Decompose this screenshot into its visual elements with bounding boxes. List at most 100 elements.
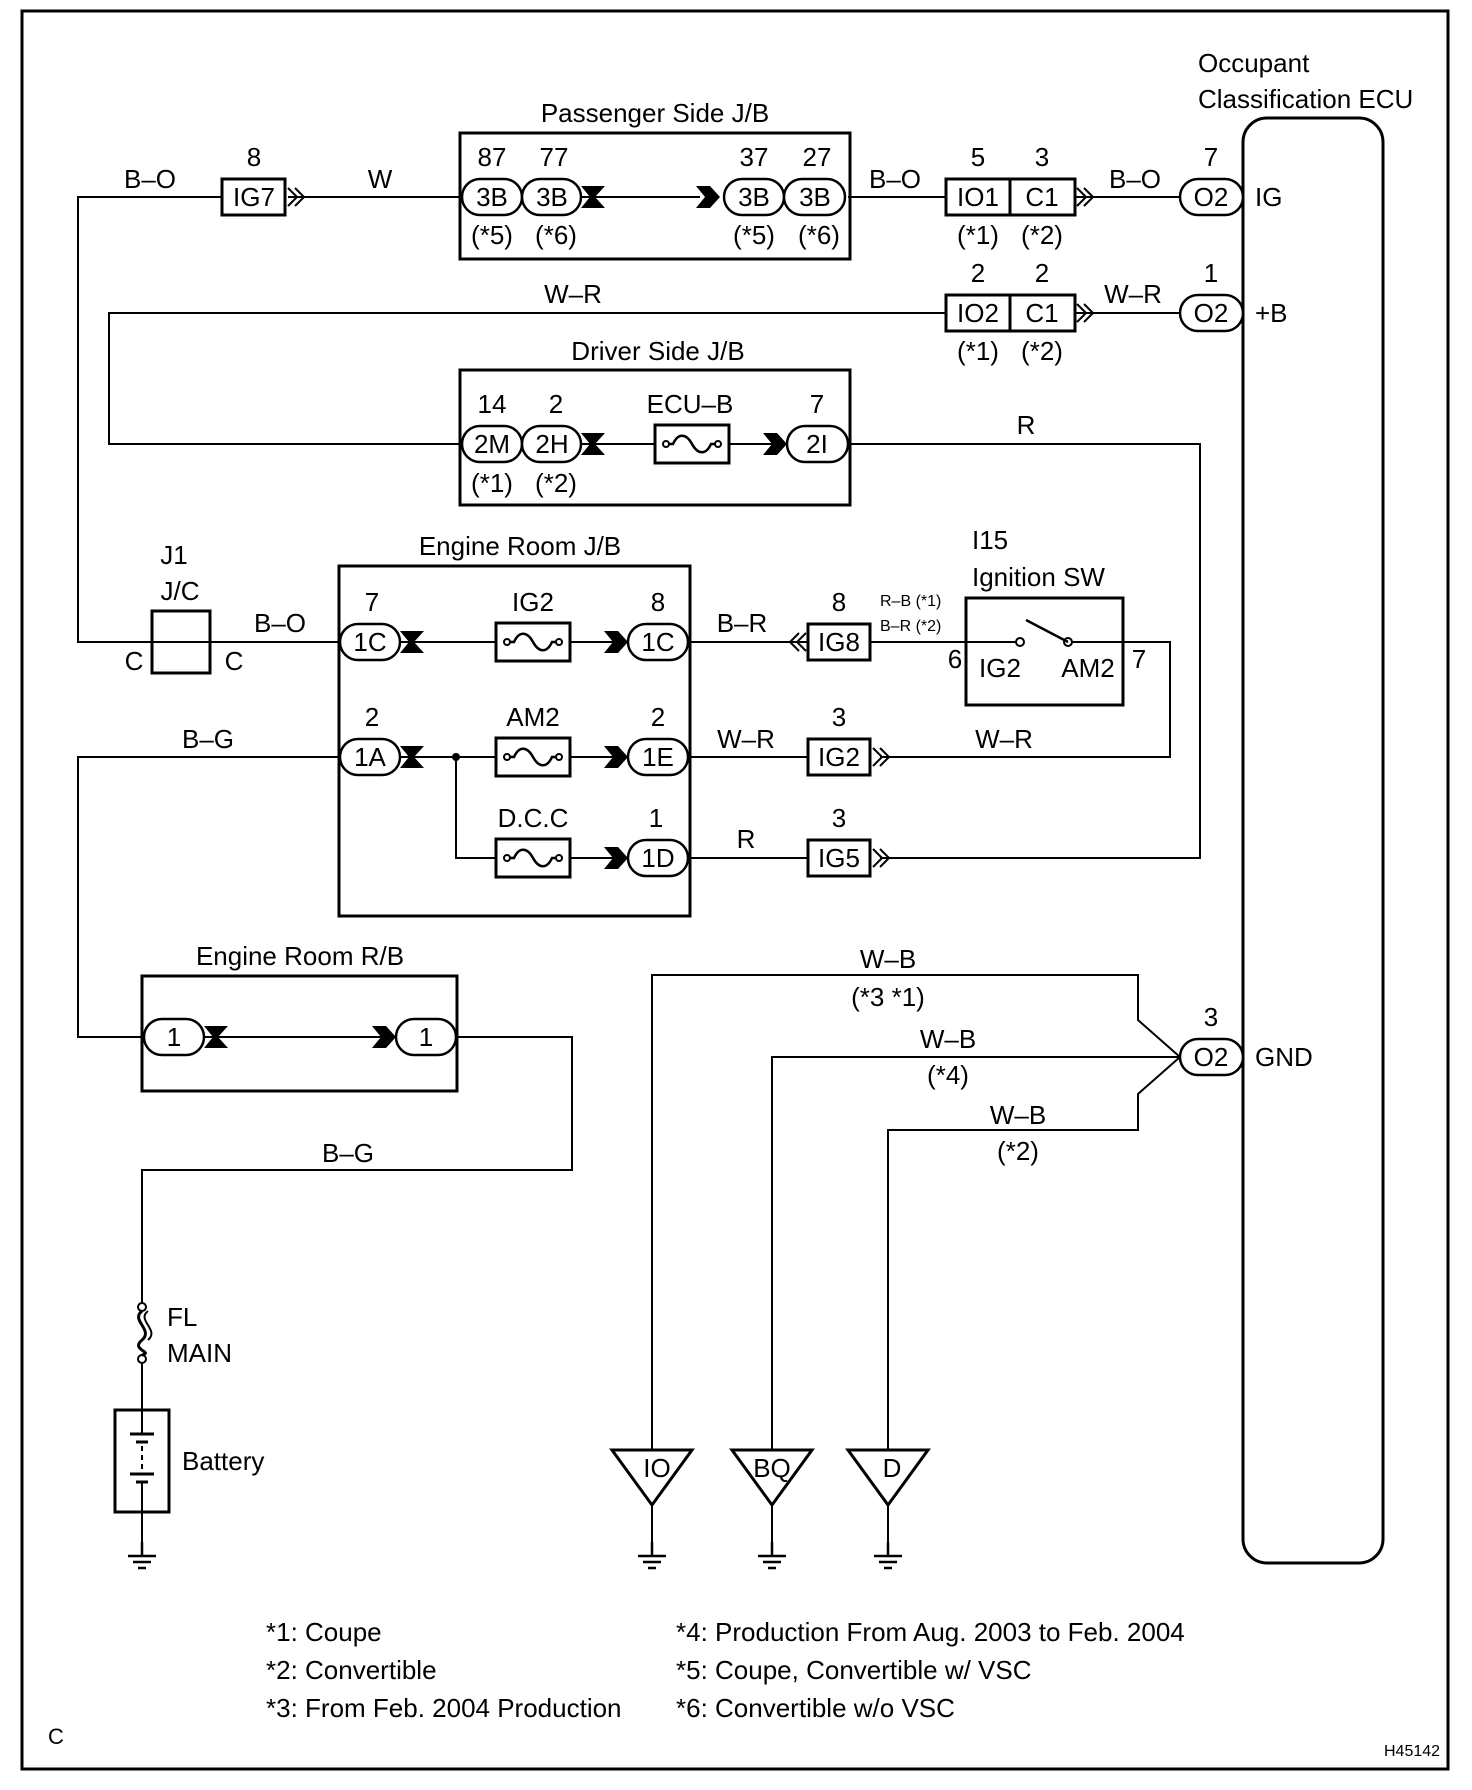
ignition-sw-label: Ignition SW: [972, 562, 1105, 592]
engine-room-rb-title: Engine Room R/B: [196, 941, 404, 971]
fusible-link-fl-main: FL MAIN: [137, 1302, 232, 1368]
drawing-code: H45142: [1384, 1743, 1440, 1760]
battery-label: Battery: [182, 1446, 264, 1476]
variant-27: (*6): [798, 220, 840, 250]
ecu-terminal-gnd: GND: [1255, 1042, 1313, 1072]
o2-b-label: O2: [1194, 298, 1229, 328]
o2-gnd-label: O2: [1194, 1042, 1229, 1072]
o2-ig-label: O2: [1194, 182, 1229, 212]
wire-wb-2: W–B: [920, 1024, 976, 1054]
passenger-side-jb: Passenger Side J/B 3B 3B 3B 3B 87 77 37 …: [458, 98, 852, 261]
pin-num-1e: 2: [651, 702, 665, 732]
note-1: *1: Coupe: [266, 1617, 382, 1647]
c1-bottom-label: C1: [1025, 298, 1058, 328]
pin-1e: 1E: [642, 742, 674, 772]
switch-pin-6: 6: [948, 644, 962, 674]
io1-label: IO1: [957, 182, 999, 212]
note-5: *5: Coupe, Convertible w/ VSC: [676, 1655, 1032, 1685]
wire-bo-right: B–O: [1109, 164, 1161, 194]
pin-num-1a: 2: [365, 702, 379, 732]
junction-connector-j1: J1 J/C C C: [125, 540, 244, 676]
note-4: *4: Production From Aug. 2003 to Feb. 20…: [676, 1617, 1185, 1647]
ecu-title-line2: Classification ECU: [1198, 84, 1413, 114]
connector-ig2: IG2 3: [806, 702, 890, 777]
ig7-label: IG7: [233, 182, 275, 212]
switch-pin-7: 7: [1132, 644, 1146, 674]
ig5-label: IG5: [818, 843, 860, 873]
ignition-switch-i15: I15 Ignition SW IG2 AM2 6 7: [948, 525, 1146, 707]
variant-77: (*6): [535, 220, 577, 250]
footnotes: *1: Coupe *2: Convertible *3: From Feb. …: [266, 1617, 1185, 1723]
io2-label: IO2: [957, 298, 999, 328]
wire-wb-1-variant: (*3 *1): [851, 982, 925, 1012]
fl-label: FL: [167, 1302, 197, 1332]
fuse-am2-icon: [494, 736, 572, 778]
pin-num-1c-left: 7: [365, 587, 379, 617]
pin-1a: 1A: [354, 742, 386, 772]
ground-io: IO: [609, 1448, 695, 1570]
pin-num-2h: 2: [549, 389, 563, 419]
io1-pin: 5: [971, 142, 985, 172]
wire-r-bottom: R: [737, 824, 756, 854]
c1-top-pin: 3: [1035, 142, 1049, 172]
rb-pin-left: 1: [167, 1022, 181, 1052]
j1-label: J1: [160, 540, 187, 570]
connector-io1-c1: IO1 C1 5 3 (*1) (*2): [944, 142, 1094, 250]
ground-bq-icon: [756, 1540, 788, 1570]
o2-b-pin: 1: [1204, 258, 1218, 288]
wire-wr-top: W–R: [544, 279, 602, 309]
jc-pin-c-left: C: [125, 646, 144, 676]
fuse-dcc-icon: [494, 837, 572, 879]
wire-bg-bottom: B–G: [322, 1138, 374, 1168]
pin-3b-87: 3B: [476, 182, 508, 212]
wire-bg-top: B–G: [182, 724, 234, 754]
pin-num-37: 37: [740, 142, 769, 172]
wire-wr-right: W–R: [975, 724, 1033, 754]
pin-num-1d: 1: [649, 803, 663, 833]
pin-num-87: 87: [478, 142, 507, 172]
fuse-ecu-b-label: ECU–B: [647, 389, 734, 419]
pin-1c-left: 1C: [353, 627, 386, 657]
ground-io-icon: [636, 1540, 668, 1570]
driver-side-jb: Driver Side J/B 2M 2H 2I 14 2 7 (*1) (*2…: [458, 336, 852, 507]
wire-rb-note: R–B (*1): [880, 593, 941, 610]
note-3: *3: From Feb. 2004 Production: [266, 1693, 622, 1723]
connector-o2-b: O2 1: [1178, 258, 1245, 333]
fuse-am2-label: AM2: [506, 702, 559, 732]
ig8-pin: 8: [832, 587, 846, 617]
pin-1c-right: 1C: [641, 627, 674, 657]
io1-variant: (*1): [957, 220, 999, 250]
wire-wr-mid: W–R: [717, 724, 775, 754]
connector-io2-c1: IO2 C1 2 2 (*1) (*2): [944, 258, 1094, 366]
connector-o2-ig: O2 7: [1178, 142, 1245, 217]
wire-color-labels: B–O W B–O B–O W–R W–R R B–O B–R R–B (*1)…: [124, 164, 1162, 1168]
ecu-title-line1: Occupant: [1198, 48, 1310, 78]
pin-2m: 2M: [474, 429, 510, 459]
pin-num-2i: 7: [810, 389, 824, 419]
battery: Battery: [113, 1408, 264, 1570]
wire-w: W: [368, 164, 393, 194]
c1-top-variant: (*2): [1021, 220, 1063, 250]
o2-gnd-pin: 3: [1204, 1002, 1218, 1032]
ig2-pin: 3: [832, 702, 846, 732]
ground-d-label: D: [883, 1453, 902, 1483]
io2-variant: (*1): [957, 336, 999, 366]
connector-ig7: IG7 8: [220, 142, 305, 217]
ground-io-label: IO: [643, 1453, 670, 1483]
wire-r-top: R: [1017, 410, 1036, 440]
wire-wb-2-variant: (*4): [927, 1060, 969, 1090]
jc-pin-c-right: C: [225, 646, 244, 676]
variant-37: (*5): [733, 220, 775, 250]
pin-num-1c-right: 8: [651, 587, 665, 617]
wire-bo-mid: B–O: [869, 164, 921, 194]
fuse-ecu-b-icon: [653, 423, 731, 465]
diagram-border: [20, 9, 1450, 1771]
ground-d: D: [845, 1448, 931, 1570]
pin-num-14: 14: [478, 389, 507, 419]
jc-label: J/C: [161, 576, 200, 606]
wire-bo-left: B–O: [124, 164, 176, 194]
passenger-jb-title: Passenger Side J/B: [541, 98, 769, 128]
variant-2h: (*2): [535, 468, 577, 498]
fuse-dcc-label: D.C.C: [498, 803, 569, 833]
pin-2i: 2I: [806, 429, 828, 459]
